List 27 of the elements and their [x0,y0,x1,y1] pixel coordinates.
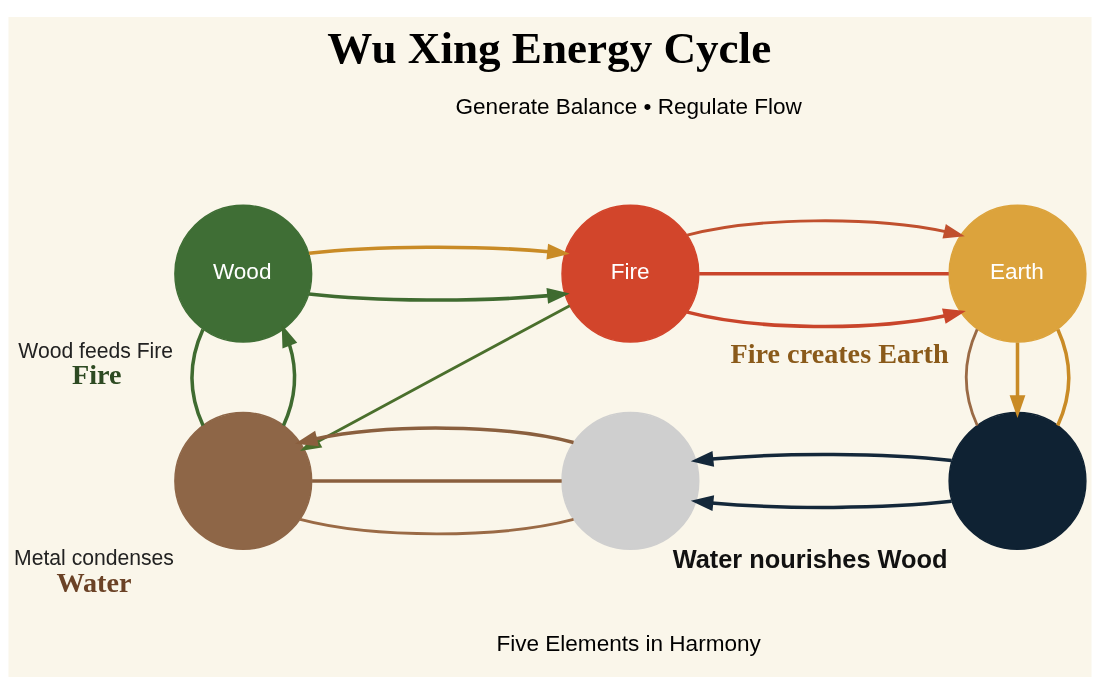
caption: Five Elements in Harmony [496,630,761,656]
arrow [308,243,570,259]
node-label: Metal condenses [14,545,174,569]
node-label: Water [56,566,132,598]
arrow [690,494,952,511]
arrow [690,450,952,467]
node-circle [948,411,1087,550]
diagram-title: Wu Xing Energy Cycle [327,22,772,73]
arrow [294,425,574,446]
connector [1056,328,1071,426]
node-circle [174,411,313,550]
node-circle: Earth [948,204,1087,343]
label: Generate Balance • Regulate Flow [455,93,802,119]
connector [312,478,562,483]
arrow [686,307,966,328]
node-circle: Fire [561,204,700,343]
connector [699,271,949,275]
arrow [308,287,570,304]
arrow [686,218,965,239]
node-circle [561,411,700,550]
connector [964,328,979,426]
node-label: Fire creates Earth [730,337,949,369]
node-circle: Wood [174,204,313,343]
connector [190,328,205,426]
node-label: Water nourishes Wood [672,544,948,573]
connector [299,517,574,535]
arrow [1009,342,1026,418]
